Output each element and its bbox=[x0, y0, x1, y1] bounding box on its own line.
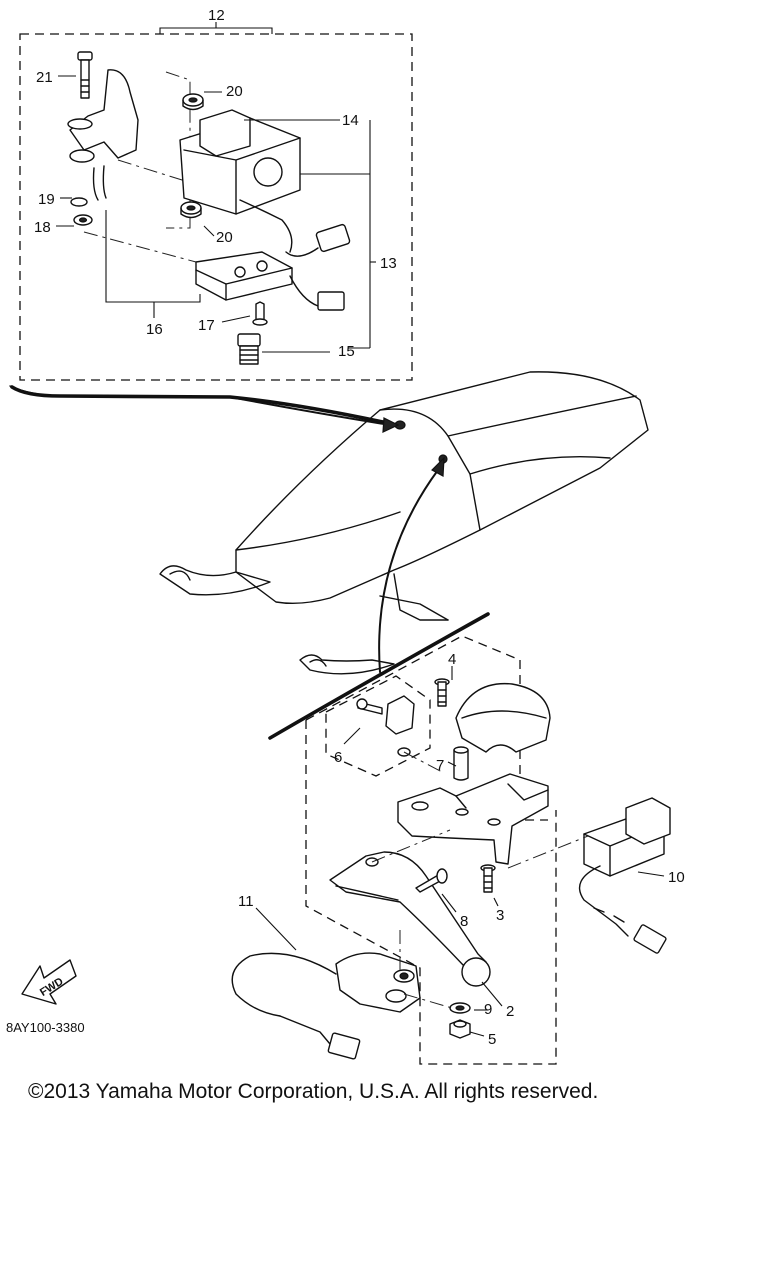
callout-4: 4 bbox=[448, 651, 456, 668]
grommet-upper bbox=[182, 93, 204, 111]
diagram-code: 8AY100-3380 bbox=[6, 1020, 85, 1035]
callout-10: 10 bbox=[668, 869, 685, 886]
callout-6: 6 bbox=[334, 749, 342, 766]
collar-7 bbox=[453, 746, 469, 781]
callout-16: 16 bbox=[146, 321, 163, 338]
callout-7: 7 bbox=[436, 757, 444, 774]
sensor-switch bbox=[195, 251, 345, 365]
callout-13: 13 bbox=[380, 255, 397, 272]
callout-2: 2 bbox=[506, 1003, 514, 1020]
lower-assembly-frame bbox=[305, 635, 557, 1065]
throttle-sensor-11 bbox=[231, 952, 421, 1060]
inset-assembly-12 bbox=[9, 22, 413, 426]
callout-12: 12 bbox=[208, 7, 225, 24]
callout-3: 3 bbox=[496, 907, 504, 924]
nut-5 bbox=[449, 1019, 471, 1039]
callout-21: 21 bbox=[36, 69, 53, 86]
screw-8 bbox=[415, 868, 448, 893]
lever-cover bbox=[455, 682, 551, 753]
washer-9 bbox=[449, 1002, 471, 1014]
callout-19: 19 bbox=[38, 191, 55, 208]
callout-9: 9 bbox=[484, 1001, 492, 1018]
switch-10 bbox=[578, 797, 671, 954]
snowmobile-outline bbox=[159, 371, 649, 675]
copyright-notice: ©2013 Yamaha Motor Corporation, U.S.A. A… bbox=[28, 1080, 598, 1103]
callout-5: 5 bbox=[488, 1031, 496, 1048]
callout-20-lower: 20 bbox=[216, 229, 233, 246]
fwd-arrow-icon: FWD bbox=[21, 959, 77, 1005]
relay-unit bbox=[179, 109, 351, 257]
brake-lever bbox=[329, 851, 491, 987]
grommet-lower bbox=[180, 201, 202, 219]
callout-15: 15 bbox=[338, 343, 355, 360]
callout-18: 18 bbox=[34, 219, 51, 236]
lever-holder bbox=[397, 773, 549, 865]
mounting-bracket bbox=[67, 51, 139, 226]
screw-3 bbox=[480, 864, 496, 893]
callout-17: 17 bbox=[198, 317, 215, 334]
callout-14: 14 bbox=[342, 112, 359, 129]
screw-4 bbox=[434, 678, 450, 707]
callout-11: 11 bbox=[238, 893, 254, 910]
callout-20-upper: 20 bbox=[226, 83, 243, 100]
callout-8: 8 bbox=[460, 913, 468, 930]
part-6-knob bbox=[356, 695, 415, 757]
